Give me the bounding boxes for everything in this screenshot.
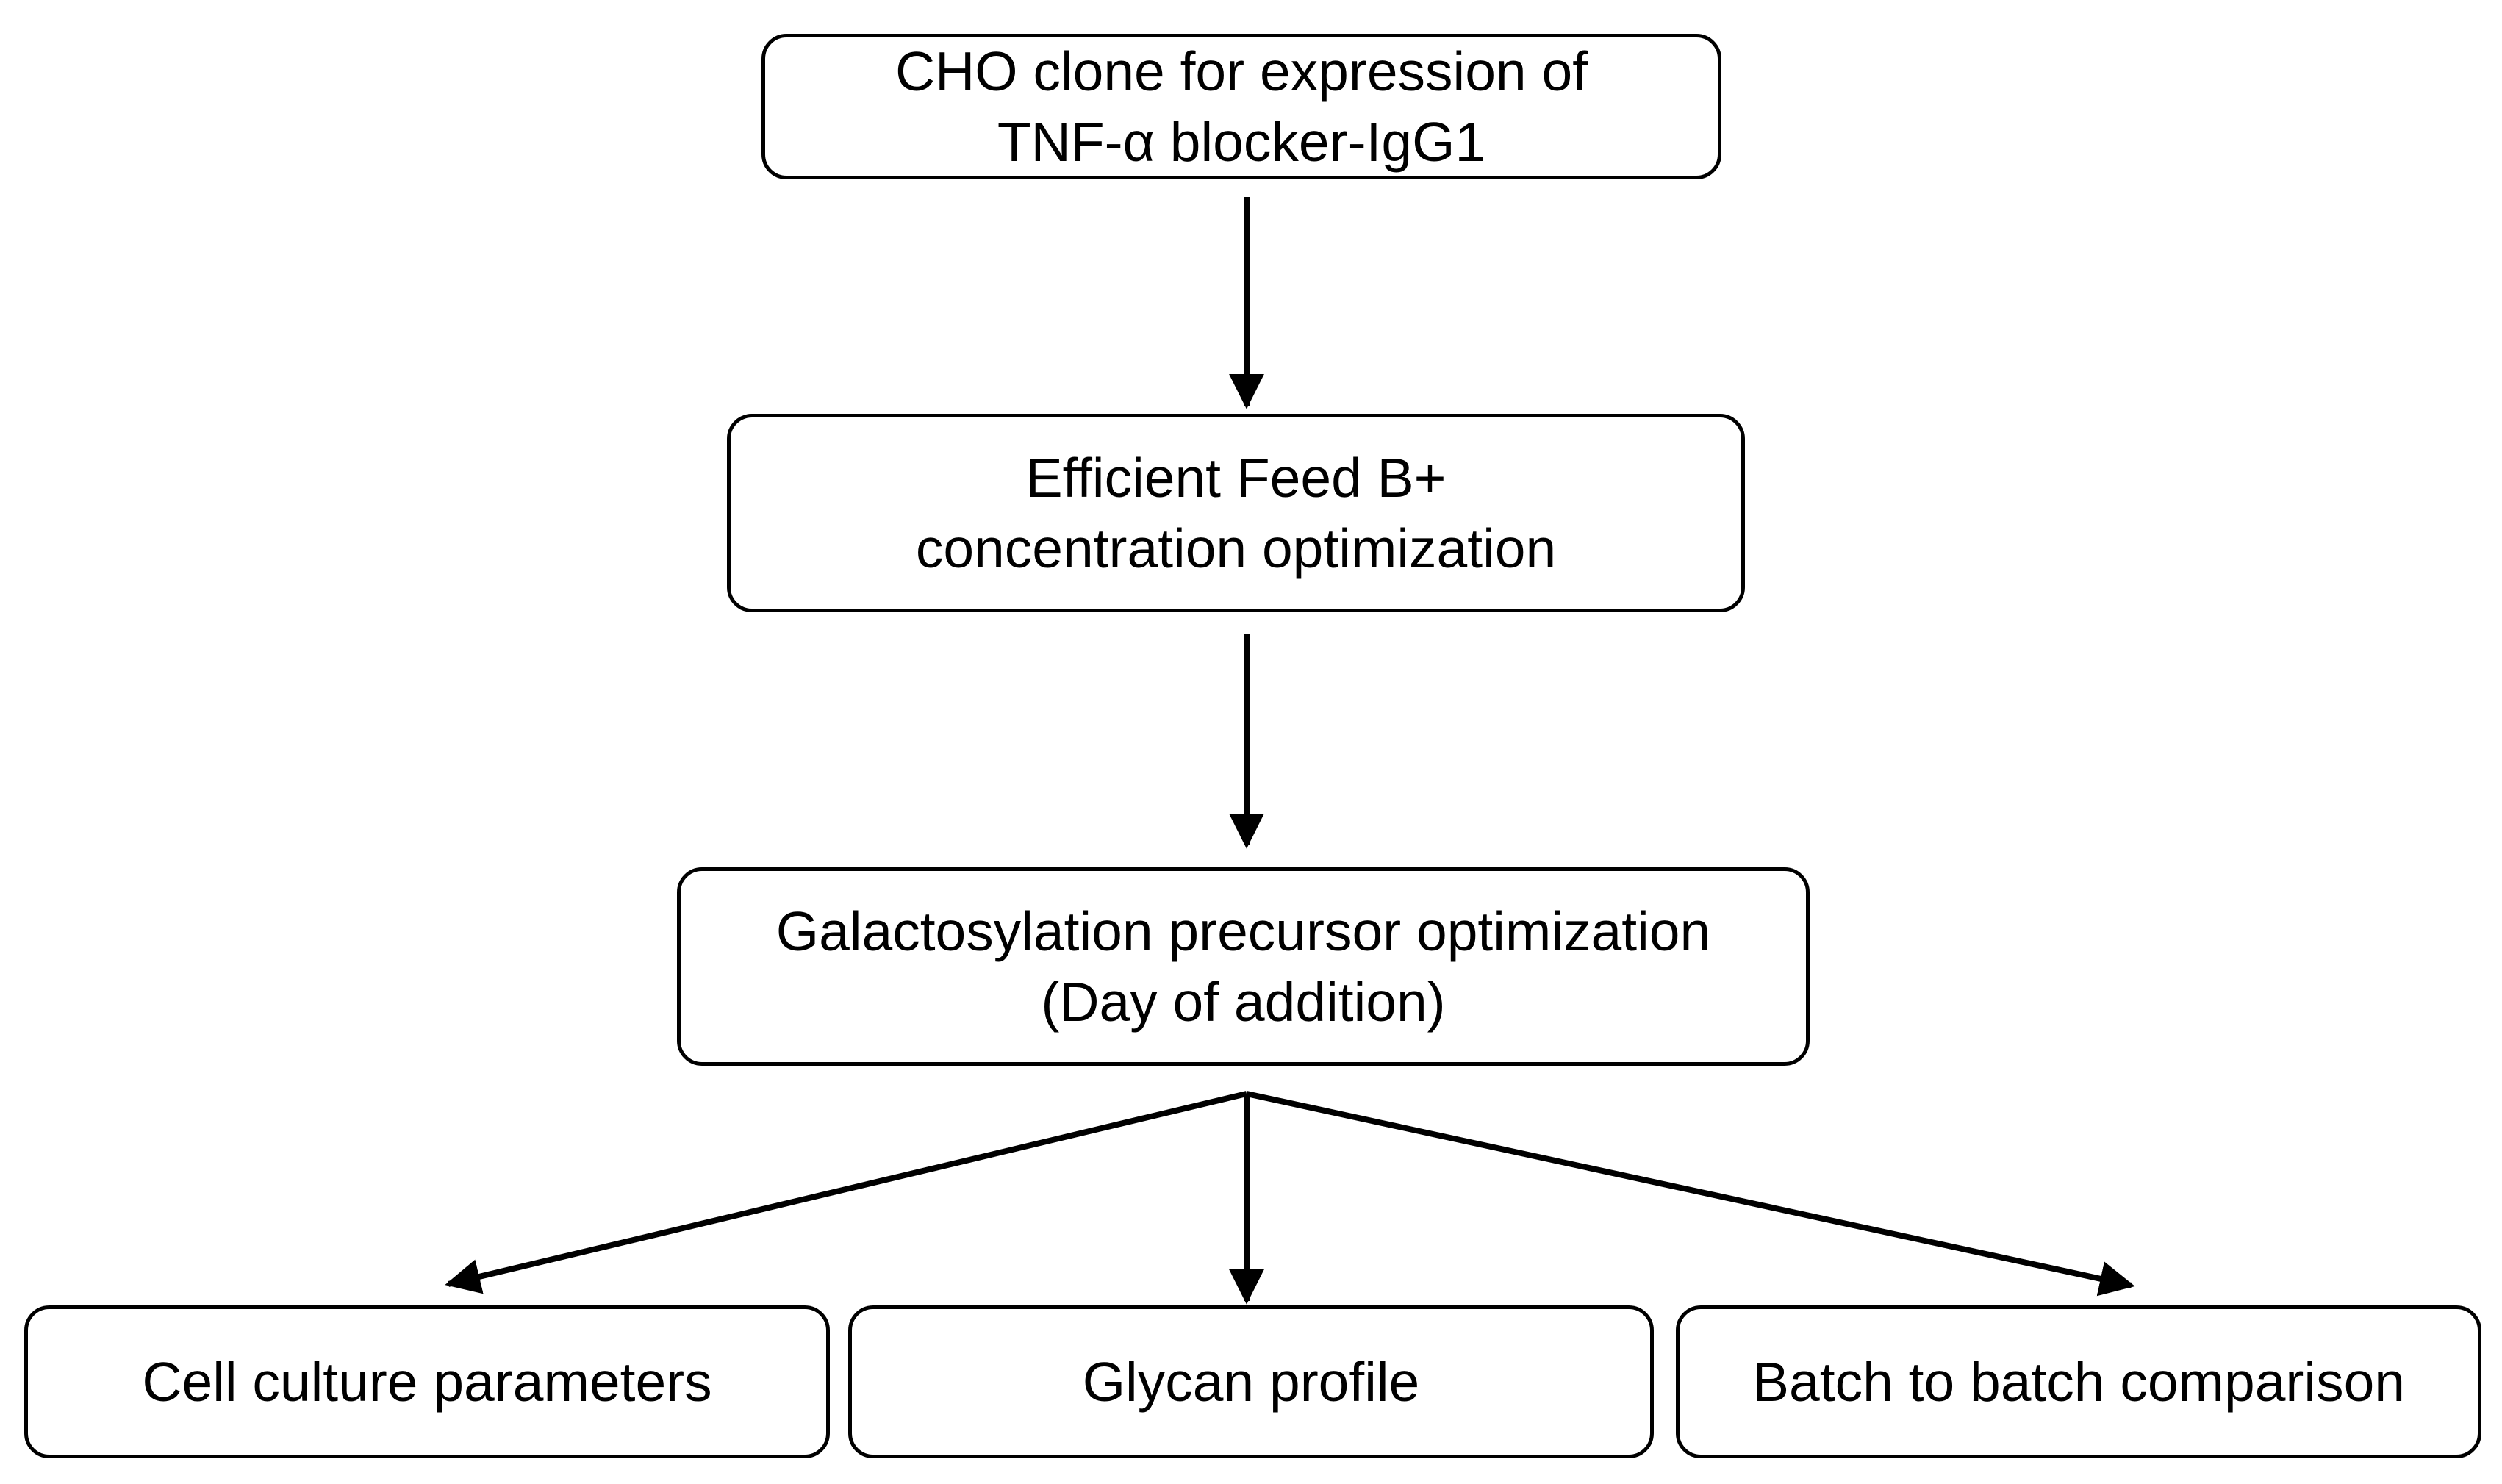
cell-culture-parameters-label: Cell culture parameters [142,1351,712,1413]
galactosylation-box: Galactosylation precursor optimization (… [677,867,1810,1066]
glycan-profile-box: Glycan profile [848,1305,1654,1458]
feed-optimization-box: Efficient Feed B+ concentration optimiza… [727,414,1745,612]
galactosylation-line-1: Galactosylation precursor optimization [775,900,1711,962]
feed-optimization-line-2: concentration optimization [915,517,1557,579]
cho-clone-line-2: TNF-α blocker-IgG1 [997,111,1486,173]
galactosylation-line-2: (Day of addition) [1041,971,1446,1033]
glycan-profile-label: Glycan profile [1082,1351,1420,1413]
cell-culture-parameters-box: Cell culture parameters [24,1305,830,1458]
feed-optimization-line-1: Efficient Feed B+ [1025,447,1447,509]
arrow-galactosylation-to-batch [1246,1091,2135,1297]
batch-comparison-label: Batch to batch comparison [1752,1351,2405,1413]
batch-comparison-box: Batch to batch comparison [1676,1305,2481,1458]
cho-clone-line-1: CHO clone for expression of [895,40,1588,102]
cho-clone-box: CHO clone for expression of TNF-α blocke… [761,34,1721,179]
arrow-galactosylation-to-cell-culture [445,1091,1247,1294]
